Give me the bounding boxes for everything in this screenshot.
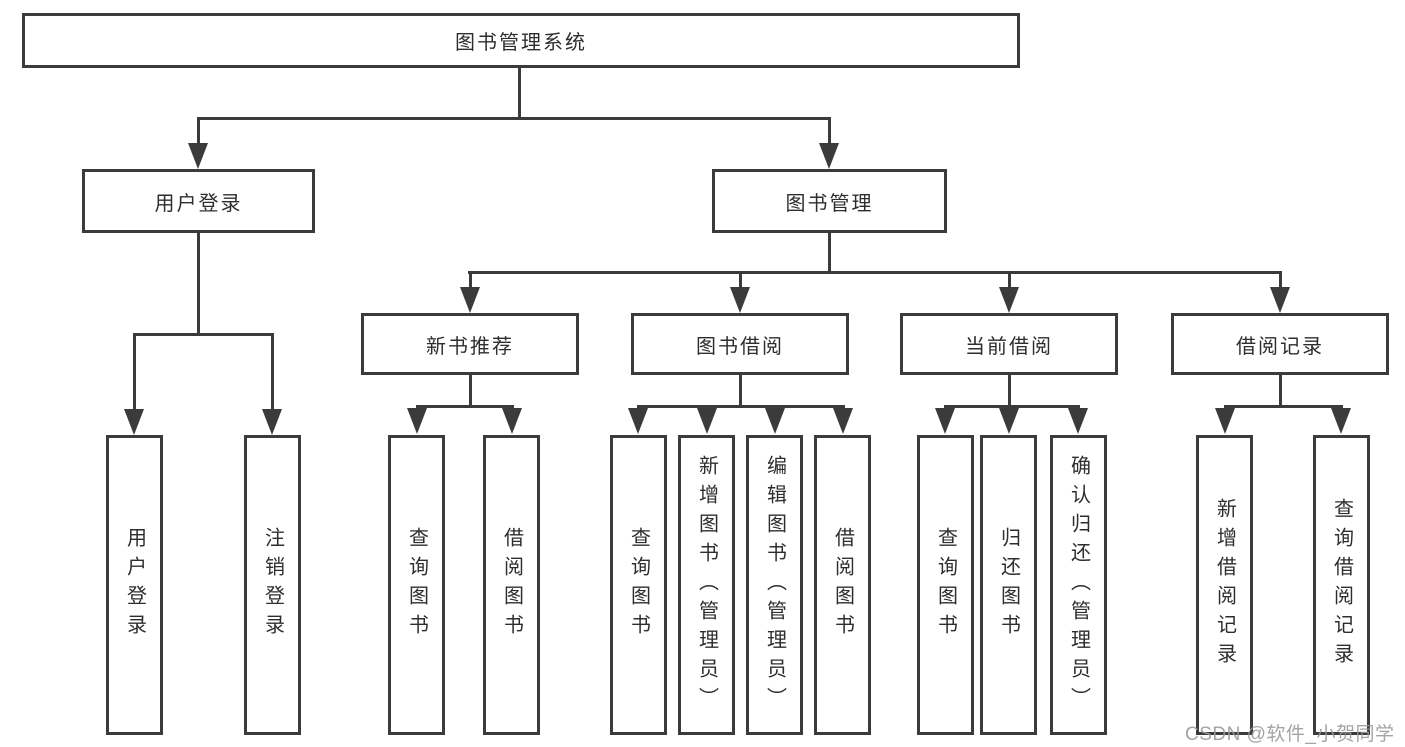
connector-line: [469, 271, 472, 291]
connector-line: [133, 333, 136, 412]
arrow-down-icon: [1068, 408, 1088, 434]
node-borrowing-records: 借阅记录: [1171, 313, 1389, 375]
connector-line: [133, 333, 274, 336]
connector-line: [416, 405, 514, 408]
connector-line: [1008, 375, 1011, 408]
leaf-return-books: 归还图书: [980, 435, 1037, 735]
connector-line: [197, 117, 831, 120]
arrow-down-icon: [124, 409, 144, 435]
node-book-management: 图书管理: [712, 169, 947, 233]
connector-line: [1008, 271, 1011, 291]
leaf-confirm-return-admin: 确认归还（管理员）: [1050, 435, 1107, 735]
arrow-down-icon: [502, 408, 522, 434]
connector-line: [1224, 405, 1343, 408]
arrow-down-icon: [628, 408, 648, 434]
arrow-down-icon: [999, 287, 1019, 313]
leaf-logout: 注销登录: [244, 435, 301, 735]
leaf-user-login: 用户登录: [106, 435, 163, 735]
connector-line: [944, 405, 1080, 408]
node-current-borrowing: 当前借阅: [900, 313, 1118, 375]
node-book-borrowing: 图书借阅: [631, 313, 849, 375]
arrow-down-icon: [833, 408, 853, 434]
connector-line: [828, 233, 831, 274]
connector-line: [271, 333, 274, 412]
arrow-down-icon: [730, 287, 750, 313]
connector-line: [468, 271, 1282, 274]
connector-line: [197, 233, 200, 336]
connector-line: [739, 271, 742, 291]
node-user-login: 用户登录: [82, 169, 315, 233]
connector-line: [1279, 375, 1282, 408]
leaf-borrow-books: 借阅图书: [814, 435, 871, 735]
leaf-add-books-admin: 新增图书（管理员）: [678, 435, 735, 735]
leaf-query-borrow-record: 查询借阅记录: [1313, 435, 1370, 735]
connector-line: [739, 375, 742, 408]
connector-line: [469, 375, 472, 408]
leaf-add-borrow-record: 新增借阅记录: [1196, 435, 1253, 735]
arrow-down-icon: [935, 408, 955, 434]
arrow-down-icon: [1270, 287, 1290, 313]
leaf-query-books-current: 查询图书: [917, 435, 974, 735]
leaf-edit-books-admin: 编辑图书（管理员）: [746, 435, 803, 735]
leaf-query-books-borrowing: 查询图书: [610, 435, 667, 735]
arrow-down-icon: [697, 408, 717, 434]
arrow-down-icon: [1331, 408, 1351, 434]
arrow-down-icon: [460, 287, 480, 313]
arrow-down-icon: [819, 143, 839, 169]
arrow-down-icon: [1215, 408, 1235, 434]
connector-line: [828, 117, 831, 146]
leaf-borrow-books-recommend: 借阅图书: [483, 435, 540, 735]
connector-line: [637, 405, 845, 408]
arrow-down-icon: [407, 408, 427, 434]
arrow-down-icon: [765, 408, 785, 434]
leaf-query-books-recommend: 查询图书: [388, 435, 445, 735]
connector-line: [197, 117, 200, 146]
connector-line: [1279, 271, 1282, 291]
node-new-book-recommend: 新书推荐: [361, 313, 579, 375]
node-library-management-system: 图书管理系统: [22, 13, 1020, 68]
csdn-watermark: CSDN @软件_小贺同学: [1185, 724, 1395, 745]
connector-line: [518, 68, 521, 119]
arrow-down-icon: [188, 143, 208, 169]
arrow-down-icon: [262, 409, 282, 435]
arrow-down-icon: [999, 408, 1019, 434]
